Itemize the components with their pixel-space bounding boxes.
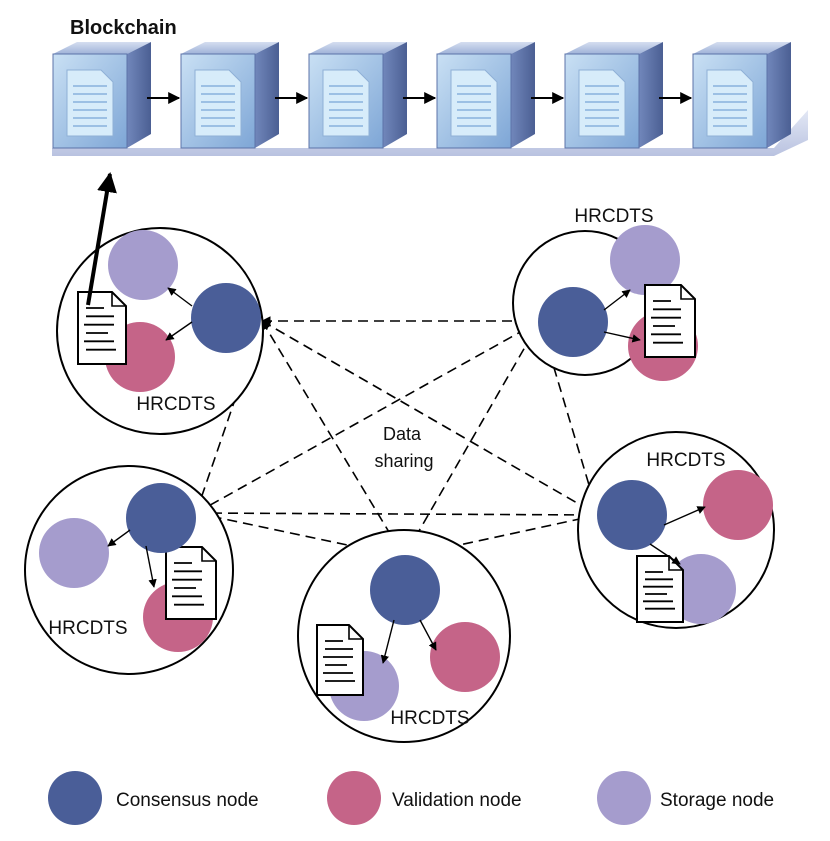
- document-icon: [77, 291, 127, 365]
- storage-node: [610, 225, 680, 295]
- cluster-middle-left: HRCDTS: [24, 465, 234, 675]
- node-link-arrow: [145, 545, 157, 588]
- cluster-top-right: HRCDTS: [512, 206, 698, 381]
- upload-to-blockchain-arrow: [86, 172, 117, 306]
- cluster-label: HRCDTS: [136, 394, 215, 415]
- cluster-middle-right: HRCDTS: [577, 431, 775, 629]
- document-icon: [636, 555, 684, 623]
- consensus-node: [191, 283, 261, 353]
- validation-node: [430, 622, 500, 692]
- validation-node: [703, 470, 773, 540]
- document-icon: [644, 284, 696, 358]
- block-5: [564, 42, 663, 149]
- blockchain-blocks: [52, 42, 791, 149]
- data-sharing-label-line1: Data: [383, 424, 422, 444]
- block-2: [180, 42, 279, 149]
- data-sharing-link: [403, 320, 541, 558]
- node-link-arrow: [649, 543, 681, 565]
- cluster-top-left: HRCDTS: [56, 227, 264, 435]
- document-icon: [165, 546, 217, 620]
- data-sharing-link: [195, 508, 599, 520]
- block-document-icon: [322, 69, 370, 137]
- legend-consensus-label: Consensus node: [116, 790, 259, 811]
- cluster-label: HRCDTS: [646, 450, 725, 471]
- node-link-arrow: [107, 529, 131, 547]
- cluster-label: HRCDTS: [48, 618, 127, 639]
- cluster-label: HRCDTS: [390, 708, 469, 729]
- consensus-node: [126, 483, 196, 553]
- node-link-arrow: [167, 287, 193, 307]
- block-document-icon: [66, 69, 114, 137]
- node-link-arrow: [663, 506, 706, 526]
- legend-storage-swatch: [597, 771, 651, 825]
- node-link-arrow: [165, 321, 193, 341]
- consensus-node: [538, 287, 608, 357]
- block-document-icon: [706, 69, 754, 137]
- legend-consensus-swatch: [48, 771, 102, 825]
- storage-node: [39, 518, 109, 588]
- cluster-bottom-center: HRCDTS: [297, 529, 511, 743]
- blockchain-title: Blockchain: [70, 17, 177, 39]
- legend: Consensus node Validation node Storage n…: [48, 771, 774, 825]
- legend-validation-label: Validation node: [392, 790, 522, 811]
- storage-node: [108, 230, 178, 300]
- node-link-arrow: [419, 619, 437, 651]
- cluster-label: HRCDTS: [574, 206, 653, 227]
- block-document-icon: [578, 69, 626, 137]
- node-link-arrow: [603, 331, 641, 343]
- legend-storage-label: Storage node: [660, 790, 774, 811]
- hrcdts-clusters: HRCDTS HRCDTS HRCDTS HRCDTS HRCDTS: [24, 206, 775, 743]
- block-4: [436, 42, 535, 149]
- blockchain-shelf: [52, 110, 808, 156]
- data-sharing-label-line2: sharing: [374, 451, 433, 471]
- block-1: [52, 42, 151, 149]
- consensus-node: [370, 555, 440, 625]
- block-document-icon: [450, 69, 498, 137]
- node-link-arrow: [380, 619, 395, 664]
- document-icon: [316, 624, 364, 696]
- node-link-arrow: [603, 289, 631, 311]
- consensus-node: [597, 480, 667, 550]
- block-3: [308, 42, 407, 149]
- block-6: [692, 42, 791, 149]
- block-document-icon: [194, 69, 242, 137]
- legend-validation-swatch: [327, 771, 381, 825]
